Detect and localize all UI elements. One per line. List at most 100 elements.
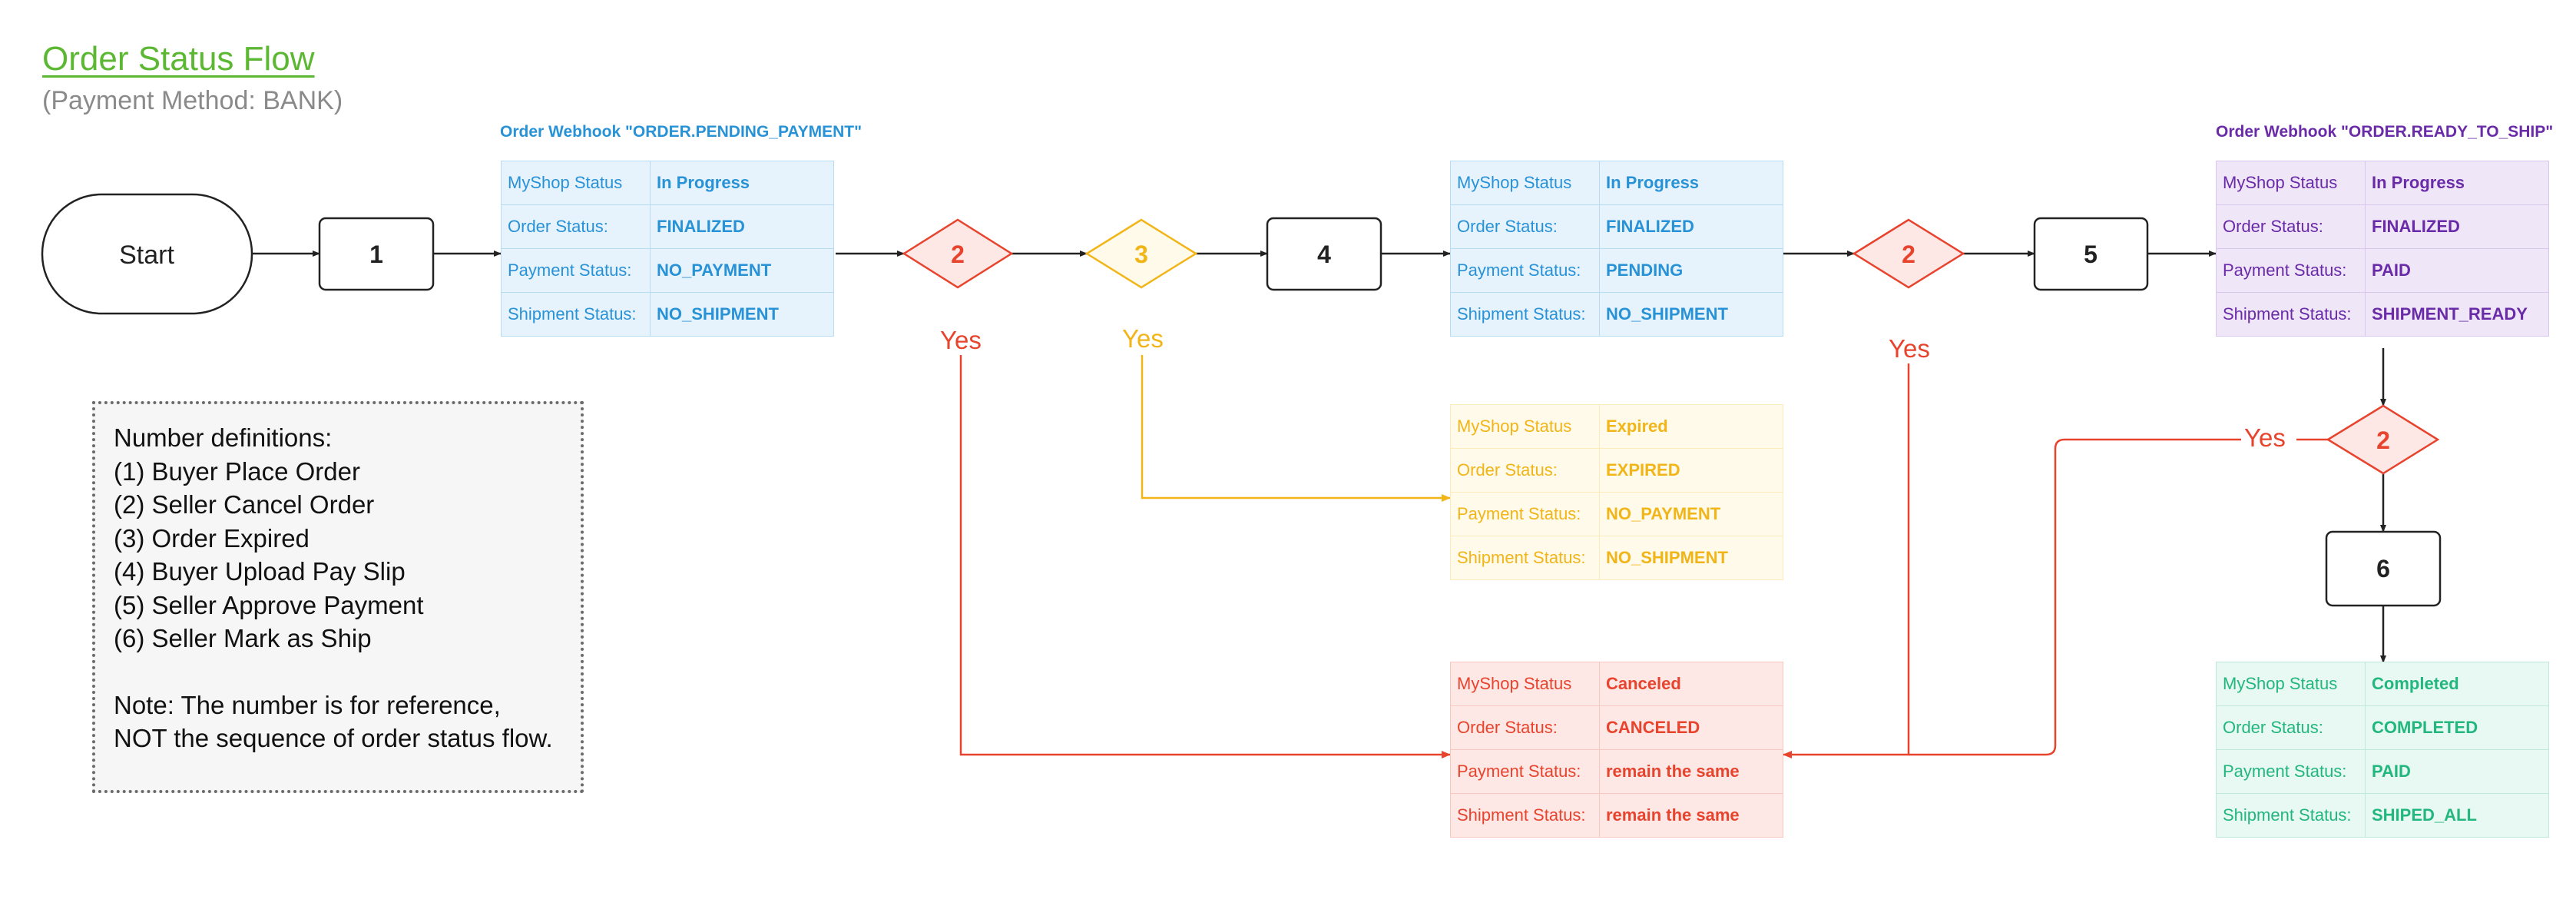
shipment-status-value: SHIPMENT_READY	[2365, 292, 2549, 337]
decision-2-cancel-label: 2	[951, 241, 965, 268]
payment-status-value: NO_PAYMENT	[650, 248, 834, 293]
order-status-label: Order Status:	[1450, 448, 1600, 493]
edge-d2b-yes-to-canceled	[1783, 346, 1910, 758]
table-row: Shipment Status:SHIPMENT_READY	[2216, 292, 2549, 337]
start-label: Start	[119, 241, 174, 270]
myshop-status-value: Canceled	[1599, 662, 1783, 706]
step-5-label: 5	[2084, 241, 2098, 268]
decision-3-expired-diamond	[1084, 218, 1198, 289]
table-row: Payment Status:PENDING	[1450, 248, 1783, 293]
table-row: Payment Status:remain the same	[1450, 749, 1783, 794]
table-row: Order Status:COMPLETED	[2216, 705, 2549, 750]
shipment-status-value: SHIPED_ALL	[2365, 793, 2549, 838]
notes-note-line-1: Note: The number is for reference,	[114, 690, 501, 719]
notes-spacer	[114, 655, 562, 689]
myshop-status-value: In Progress	[650, 161, 834, 205]
step-6-box	[2325, 530, 2442, 607]
edge-d2a-yes-to-canceled	[959, 355, 1451, 758]
notes-note-line-2: NOT the sequence of order status flow.	[114, 724, 553, 752]
decision-2-cancel-after-ready-label: 2	[2376, 426, 2390, 454]
step-5-box	[2033, 217, 2149, 291]
shipment-status-value: remain the same	[1599, 793, 1783, 838]
table-row: Order Status:EXPIRED	[1450, 448, 1783, 493]
page-title: Order Status Flow	[42, 40, 315, 78]
step-4-box	[1266, 217, 1382, 291]
payment-status-value: PAID	[2365, 248, 2549, 293]
order-status-value: FINALIZED	[2365, 204, 2549, 249]
order-status-value: FINALIZED	[650, 204, 834, 249]
edge-d2c-yes-to-canceled	[1909, 438, 2241, 756]
list-item: (1) Buyer Place Order	[114, 456, 360, 486]
shipment-status-value: NO_SHIPMENT	[1599, 292, 1783, 337]
decision-2-cancel-after-ready-diamond	[2326, 404, 2440, 475]
list-item: (5) Seller Approve Payment	[114, 590, 424, 619]
shipment-status-label: Shipment Status:	[2216, 292, 2366, 337]
myshop-status-value: In Progress	[2365, 161, 2549, 205]
order-status-label: Order Status:	[2216, 705, 2366, 750]
page-subtitle: (Payment Method: BANK)	[42, 86, 343, 115]
shipment-status-label: Shipment Status:	[2216, 793, 2366, 838]
list-item: (2) Seller Cancel Order	[114, 490, 375, 519]
table-row: Order Status:FINALIZED	[1450, 204, 1783, 249]
table-row: Order Status:FINALIZED	[2216, 204, 2549, 249]
table-row: Shipment Status:NO_SHIPMENT	[1450, 536, 1783, 580]
table-row: Payment Status:PAID	[2216, 248, 2549, 293]
number-definitions-box: Number definitions: (1) Buyer Place Orde…	[92, 401, 584, 793]
decision-3-expired-label: 3	[1134, 241, 1148, 268]
webhook-pending-payment-label: Order Webhook "ORDER.PENDING_PAYMENT"	[500, 123, 863, 141]
decision-2-cancel-diamond	[902, 218, 1014, 289]
myshop-status-label: MyShop Status	[2216, 662, 2366, 706]
payment-status-label: Payment Status:	[2216, 749, 2366, 794]
table-row: Order Status:CANCELED	[1450, 705, 1783, 750]
shipment-status-value: NO_SHIPMENT	[1599, 536, 1783, 580]
table-row: Payment Status:NO_PAYMENT	[1450, 492, 1783, 536]
shipment-status-label: Shipment Status:	[501, 292, 651, 337]
payment-status-value: NO_PAYMENT	[1599, 492, 1783, 536]
decision-2-cancel-after-slip-diamond	[1852, 218, 1965, 289]
yes-label-decision-2-after-ready: Yes	[2241, 423, 2289, 453]
table-row: Shipment Status:NO_SHIPMENT	[1450, 292, 1783, 337]
step-4-label: 4	[1317, 241, 1331, 268]
shipment-status-label: Shipment Status:	[1450, 793, 1600, 838]
yes-label-decision-2-after-slip: Yes	[1887, 334, 1932, 363]
myshop-status-label: MyShop Status	[1450, 161, 1600, 205]
order-status-label: Order Status:	[501, 204, 651, 249]
step-1-box	[318, 217, 435, 291]
myshop-status-value: In Progress	[1599, 161, 1783, 205]
shipment-status-value: NO_SHIPMENT	[650, 292, 834, 337]
payment-status-value: PAID	[2365, 749, 2549, 794]
decision-2-cancel-after-slip-label: 2	[1902, 241, 1915, 268]
shipment-status-label: Shipment Status:	[1450, 292, 1600, 337]
order-status-label: Order Status:	[2216, 204, 2366, 249]
payment-status-label: Payment Status:	[501, 248, 651, 293]
edge-d3-yes-to-expired	[1141, 355, 1451, 502]
table-row: Shipment Status:remain the same	[1450, 793, 1783, 838]
payment-status-label: Payment Status:	[1450, 749, 1600, 794]
order-status-value: EXPIRED	[1599, 448, 1783, 493]
order-status-label: Order Status:	[1450, 204, 1600, 249]
payment-status-value: PENDING	[1599, 248, 1783, 293]
order-status-value: FINALIZED	[1599, 204, 1783, 249]
payment-status-label: Payment Status:	[1450, 492, 1600, 536]
table-row: Shipment Status:NO_SHIPMENT	[501, 292, 834, 337]
order-status-value: COMPLETED	[2365, 705, 2549, 750]
payment-status-value: remain the same	[1599, 749, 1783, 794]
myshop-status-value: Expired	[1599, 404, 1783, 449]
table-row: Payment Status:PAID	[2216, 749, 2549, 794]
order-status-label: Order Status:	[1450, 705, 1600, 750]
start-terminal	[41, 193, 253, 315]
myshop-status-value: Completed	[2365, 662, 2549, 706]
list-item: (3) Order Expired	[114, 523, 310, 553]
list-item: (6) Seller Mark as Ship	[114, 624, 372, 652]
myshop-status-label: MyShop Status	[501, 161, 651, 205]
myshop-status-label: MyShop Status	[2216, 161, 2366, 205]
step-6-label: 6	[2376, 555, 2390, 582]
